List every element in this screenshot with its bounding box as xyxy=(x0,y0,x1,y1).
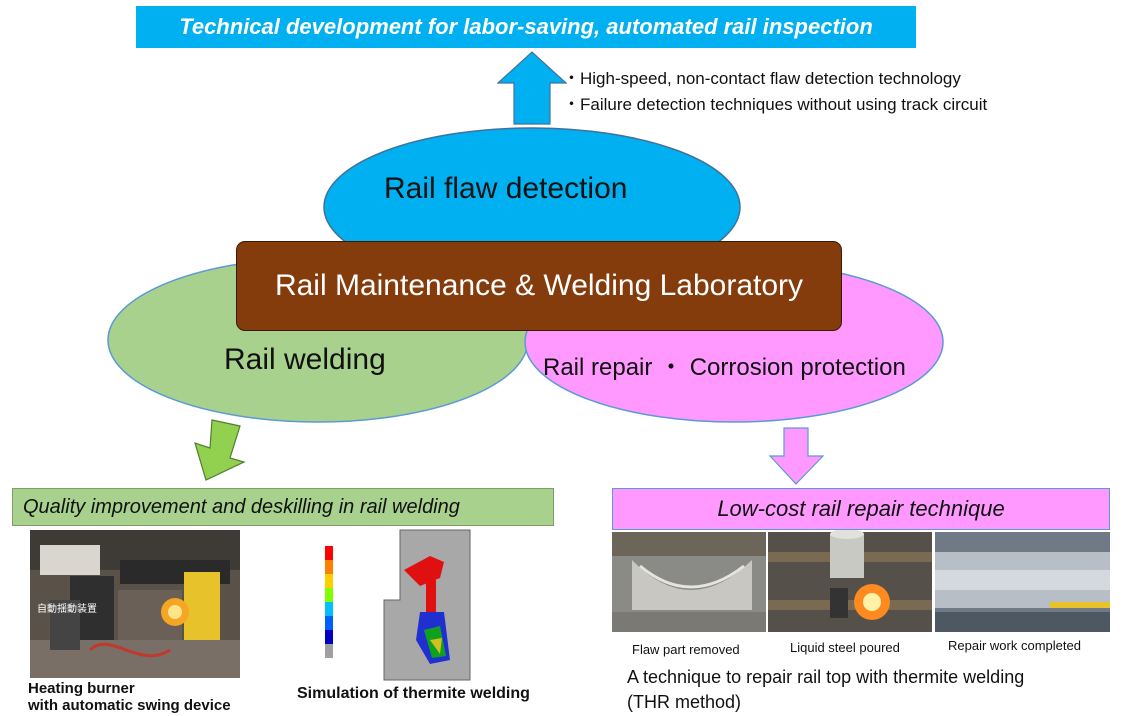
repair-description-line-2: (THR method) xyxy=(627,692,742,712)
photo-liquid-steel-poured xyxy=(768,529,932,632)
down-arrow-green-icon xyxy=(194,419,246,481)
laboratory-box: Rail Maintenance & Welding Laboratory xyxy=(236,241,842,331)
photo-repair-completed xyxy=(935,532,1110,632)
thermite-simulation-image xyxy=(325,529,471,681)
simulation-caption: Simulation of thermite welding xyxy=(297,685,530,702)
welding-banner: Quality improvement and deskilling in ra… xyxy=(12,488,554,526)
photo-flaw-removed xyxy=(612,532,766,632)
caption-repair-completed: Repair work completed xyxy=(948,638,1081,653)
photo-japanese-label: 自動揺動装置 xyxy=(37,604,97,615)
burner-caption-line-2: with automatic swing device xyxy=(28,697,231,714)
up-arrow-icon xyxy=(496,51,568,125)
laboratory-name: Rail Maintenance & Welding Laboratory xyxy=(274,269,804,302)
bullet-flaw-detection-tech: ・High-speed, non-contact flaw detection … xyxy=(563,69,961,88)
repair-description-line-1: A technique to repair rail top with ther… xyxy=(627,667,1025,687)
repair-banner-text: Low-cost rail repair technique xyxy=(717,496,1005,521)
burner-caption-line-1: Heating burner xyxy=(28,680,135,697)
heating-burner-photo xyxy=(30,530,240,678)
rail-repair-label: Rail repair ・ Corrosion protection xyxy=(543,354,906,381)
down-arrow-pink-icon xyxy=(768,427,825,485)
rail-welding-label: Rail welding xyxy=(224,343,386,376)
flaw-detection-label: Rail flaw detection xyxy=(384,172,628,205)
repair-banner: Low-cost rail repair technique xyxy=(612,488,1110,530)
welding-banner-text: Quality improvement and deskilling in ra… xyxy=(23,495,460,518)
header-title: Technical development for labor-saving, … xyxy=(179,14,873,39)
caption-flaw-removed: Flaw part removed xyxy=(632,642,740,657)
bullet-failure-detection: ・Failure detection techniques without us… xyxy=(563,95,988,114)
caption-liquid-steel: Liquid steel poured xyxy=(790,640,900,655)
header-banner: Technical development for labor-saving, … xyxy=(136,6,916,48)
